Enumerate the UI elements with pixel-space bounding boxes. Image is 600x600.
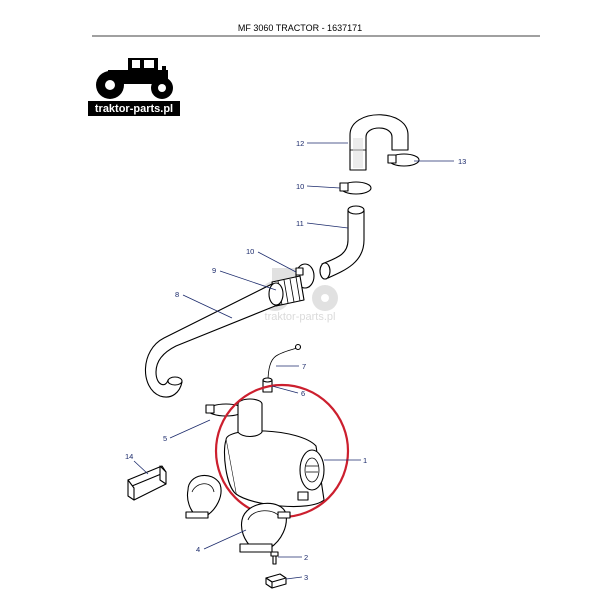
logo: traktor-parts.pl [88,58,180,116]
callout-12: 12 [296,139,304,148]
leader-lines [133,142,454,580]
part-12-hose-bend [349,114,409,171]
part-7-sensor-wire [267,343,302,383]
callout-5: 5 [163,434,167,443]
callout-2: 2 [304,553,308,562]
callout-4: 4 [196,545,200,554]
part-2-bolt [270,551,279,565]
part-5-band-clamp [205,403,245,417]
callout-6: 6 [301,389,305,398]
callout-labels: 12 13 10 11 10 9 8 7 6 5 1 14 4 2 3 [125,139,466,582]
callout-1: 1 [363,456,367,465]
callout-14: 14 [125,452,133,461]
part-3-nut [265,573,287,589]
part-1-air-filter [223,398,325,508]
callout-3: 3 [304,573,308,582]
tractor-icon [96,58,173,99]
logo-text: traktor-parts.pl [95,103,173,115]
part-14-channel-strip [127,465,167,501]
callout-8: 8 [175,290,179,299]
callout-13: 13 [458,157,466,166]
part-4-bracket-upper [185,474,222,519]
page-title: MF 3060 TRACTOR - 1637171 [238,23,362,33]
callout-10-upper: 10 [296,182,304,191]
part-10-clamp-upper [339,181,372,195]
part-8-intake-hose [144,282,284,398]
callout-7: 7 [302,362,306,371]
callout-9: 9 [212,266,216,275]
part-13-clamp [387,153,420,167]
callout-10-lower: 10 [246,247,254,256]
part-11-elbow-pipe [319,205,365,280]
callout-11: 11 [296,219,304,228]
part-4-mounting-bracket [239,502,291,553]
watermark-text: traktor-parts.pl [265,311,336,323]
